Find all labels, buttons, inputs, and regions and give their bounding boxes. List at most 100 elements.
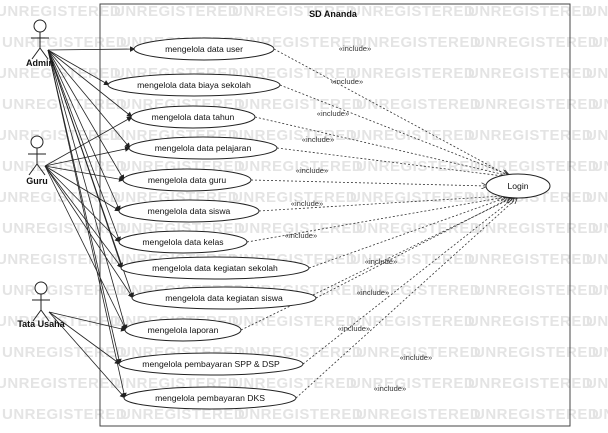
watermark-text: UNREGISTERED — [468, 65, 593, 82]
association-admin-uc11 — [47, 49, 122, 365]
include-label: «include» — [317, 109, 350, 118]
association-guru-uc10 — [44, 165, 127, 331]
use-case-label: mengelola data siswa — [148, 206, 231, 216]
watermark-text: UNREGISTERED — [592, 220, 608, 237]
watermark-text: UNREGISTERED — [232, 189, 357, 206]
use-case-uc7[interactable] — [118, 230, 248, 254]
watermark-text: UNREGISTERED — [2, 344, 127, 361]
use-case-label: mengelola data kegiatan siswa — [165, 293, 283, 303]
use-case-uc6[interactable] — [118, 199, 260, 223]
actor-admin[interactable]: Admin — [26, 19, 54, 68]
actor-label: Tata Usaha — [17, 319, 65, 329]
use-case-uc9[interactable] — [131, 286, 317, 310]
actor-guru[interactable]: Guru — [26, 135, 48, 186]
actor-leg-left — [31, 47, 41, 60]
watermark-text: UNREGISTERED — [586, 251, 608, 268]
include-label: «include» — [302, 135, 335, 144]
watermark-text: UNREGISTERED — [474, 34, 599, 51]
association-admin-uc5 — [47, 49, 125, 181]
watermark-text: UNREGISTERED — [468, 375, 593, 392]
use-case-uc4[interactable] — [128, 136, 278, 160]
use-case-uc5[interactable] — [122, 168, 252, 192]
use-case-login[interactable] — [485, 173, 551, 199]
watermark-text: UNREGISTERED — [592, 96, 608, 113]
use-case-label: mengelola data pelajaran — [155, 143, 252, 153]
include-label: «include» — [357, 288, 390, 297]
watermark-text: UNREGISTERED — [356, 344, 481, 361]
watermark-text: UNREGISTERED — [0, 3, 121, 20]
use-case-label: mengelola pembayaran SPP & DSP — [142, 359, 280, 369]
association-guru-uc6 — [44, 165, 121, 212]
watermark-text: UNREGISTERED — [0, 375, 121, 392]
actor-leg-left — [28, 163, 38, 176]
actor-head-icon — [30, 135, 44, 149]
use-case-uc10[interactable] — [124, 318, 242, 342]
watermark-text: UNREGISTERED — [2, 406, 127, 423]
watermark-text: UNREGISTERED — [350, 375, 475, 392]
use-case-label: mengelola data tahun — [152, 112, 235, 122]
watermark-text: UNREGISTERED — [468, 313, 593, 330]
association-admin-uc12 — [47, 49, 127, 399]
watermark-text: UNREGISTERED — [2, 282, 127, 299]
include-uc12 — [295, 198, 517, 399]
use-case-uc12[interactable] — [123, 386, 297, 410]
use-case-label: mengelola data biaya sekolah — [137, 80, 251, 90]
association-admin-uc7 — [47, 49, 121, 243]
use-case-uc8[interactable] — [120, 256, 310, 280]
watermark-text: UNREGISTERED — [474, 344, 599, 361]
watermark-text: UNREGISTERED — [2, 96, 127, 113]
watermark-text: UNREGISTERED — [232, 3, 357, 20]
watermark-text: UNREGISTERED — [238, 406, 363, 423]
actor-tata-usaha[interactable]: Tata Usaha — [17, 281, 66, 329]
watermark-text: UNREGISTERED — [586, 313, 608, 330]
association-guru-uc5 — [44, 165, 125, 182]
include-label: «include» — [400, 353, 433, 362]
watermark-text: UNREGISTERED — [120, 406, 245, 423]
actor-leg-right — [39, 47, 49, 60]
use-case-uc11[interactable] — [118, 352, 304, 376]
include-uc9 — [315, 198, 510, 299]
watermark-text: UNREGISTERED — [586, 189, 608, 206]
watermark-text: UNREGISTERED — [592, 158, 608, 175]
association-tata_usaha-uc10 — [48, 311, 127, 332]
include-uc6 — [258, 196, 503, 212]
include-uc11 — [302, 198, 514, 365]
association-guru-uc9 — [44, 165, 134, 299]
use-case-uc1[interactable] — [133, 37, 275, 61]
watermark-text: UNREGISTERED — [350, 3, 475, 20]
watermark-text: UNREGISTERED — [2, 158, 127, 175]
login-label: Login — [507, 181, 528, 191]
watermark-text: UNREGISTERED — [238, 158, 363, 175]
actor-label: Guru — [26, 176, 48, 186]
association-admin-uc6 — [47, 49, 121, 212]
use-case-uc3[interactable] — [130, 105, 256, 129]
watermark-text: UNREGISTERED — [592, 282, 608, 299]
include-label: «include» — [339, 44, 372, 53]
watermark-text: UNREGISTERED — [114, 3, 239, 20]
watermark-text: UNREGISTERED — [474, 282, 599, 299]
watermark-text: UNREGISTERED — [356, 282, 481, 299]
watermark-text: UNREGISTERED — [232, 65, 357, 82]
system-boundary — [99, 3, 571, 427]
watermark-text: UNREGISTERED — [356, 158, 481, 175]
association-guru-uc7 — [44, 165, 121, 243]
use-case-uc2[interactable] — [107, 73, 281, 97]
include-layer: «include» «include» «include» «include» «inc… — [240, 44, 517, 399]
include-label: «include» — [291, 199, 324, 208]
association-layer — [44, 46, 136, 399]
watermark-text: UNREGISTERED — [0, 127, 121, 144]
actor-leg-right — [40, 309, 50, 322]
watermark-text: UNREGISTERED — [232, 313, 357, 330]
watermark-text: UNREGISTERED — [586, 127, 608, 144]
association-admin-uc1 — [47, 46, 136, 52]
include-uc4 — [276, 147, 511, 177]
watermark-text: UNREGISTERED — [586, 65, 608, 82]
watermark-text: UNREGISTERED — [350, 65, 475, 82]
watermark-text: UNREGISTERED — [592, 344, 608, 361]
use-case-label: mengelola data kelas — [142, 237, 223, 247]
watermark-text: UNREGISTERED — [0, 313, 121, 330]
association-admin-uc2 — [47, 49, 110, 86]
include-label: «include» — [374, 384, 407, 393]
